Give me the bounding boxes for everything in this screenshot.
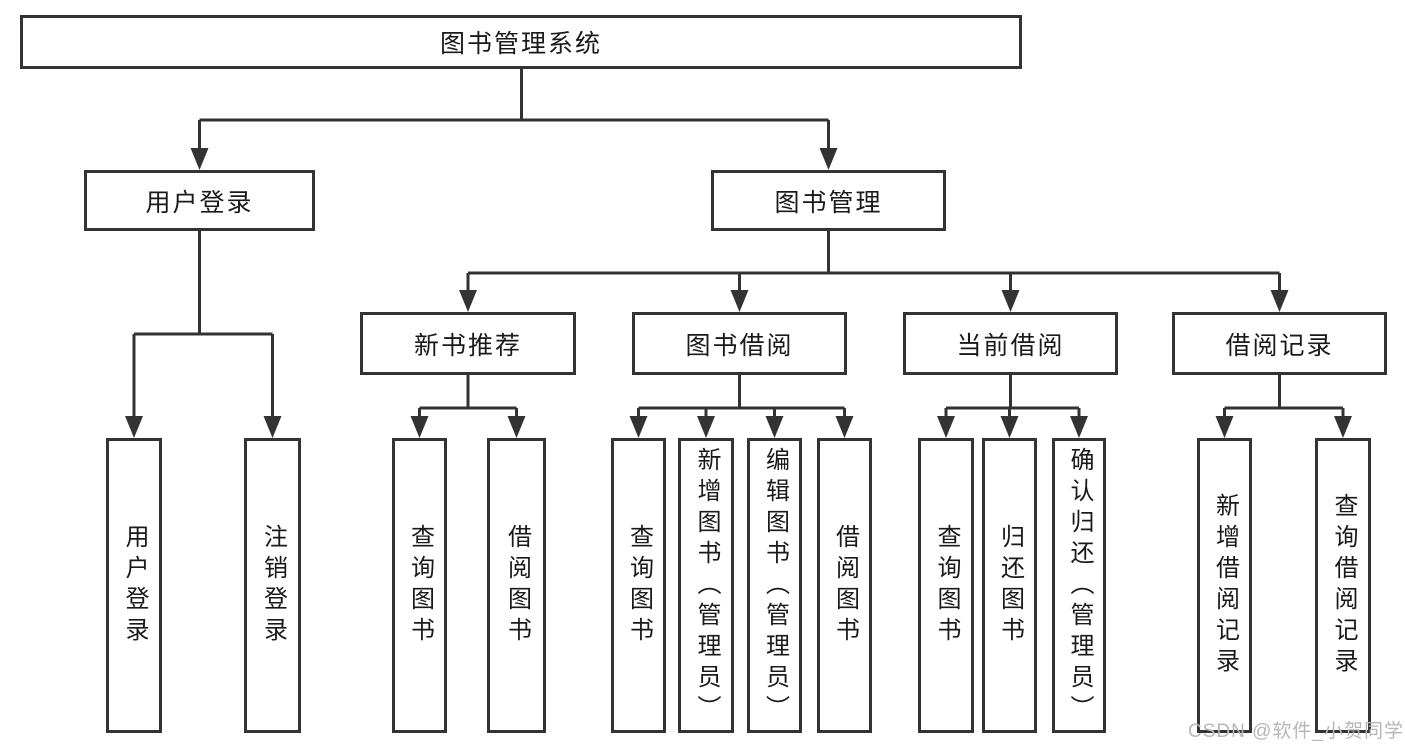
node-cb-return-books: 归还图书 — [982, 438, 1037, 733]
node-cb-query-books: 查询图书 — [918, 438, 974, 733]
node-current-borrow: 当前借阅 — [903, 312, 1118, 375]
node-bb-borrow-books: 借阅图书 — [817, 438, 872, 733]
node-library-system: 图书管理系统 — [20, 15, 1022, 69]
node-user-login-leaf: 用户登录 — [106, 438, 162, 733]
node-user-login: 用户登录 — [84, 170, 315, 231]
node-book-borrow: 图书借阅 — [632, 312, 847, 375]
connector-book-mgmt-to-level3 — [466, 231, 1281, 292]
node-bb-edit-books-admin: 编辑图书（管理员） — [747, 438, 802, 733]
node-br-add-record: 新增借阅记录 — [1197, 438, 1252, 733]
connector-root-to-level2 — [198, 69, 830, 150]
node-new-book-recommend: 新书推荐 — [360, 312, 576, 375]
node-nb-query-books: 查询图书 — [392, 438, 447, 733]
connector-new-book-children — [418, 375, 518, 418]
node-bb-query-books: 查询图书 — [611, 438, 666, 733]
node-nb-borrow-books: 借阅图书 — [487, 438, 546, 733]
node-logout-leaf: 注销登录 — [244, 438, 301, 733]
node-br-query-record: 查询借阅记录 — [1315, 438, 1371, 733]
connector-borrow-records-children — [1223, 375, 1345, 418]
connector-book-borrow-children — [637, 375, 846, 418]
csdn-watermark: CSDN @软件_小贺同学 — [1188, 721, 1404, 742]
connector-current-borrow-children — [944, 375, 1081, 418]
node-bb-add-books-admin: 新增图书（管理员） — [678, 438, 734, 733]
node-book-management: 图书管理 — [711, 170, 946, 231]
connector-user-login-children — [132, 231, 274, 418]
arrowheads — [125, 148, 1352, 438]
node-cb-confirm-return-admin: 确认归还（管理员） — [1052, 438, 1106, 733]
node-borrow-records: 借阅记录 — [1172, 312, 1387, 375]
